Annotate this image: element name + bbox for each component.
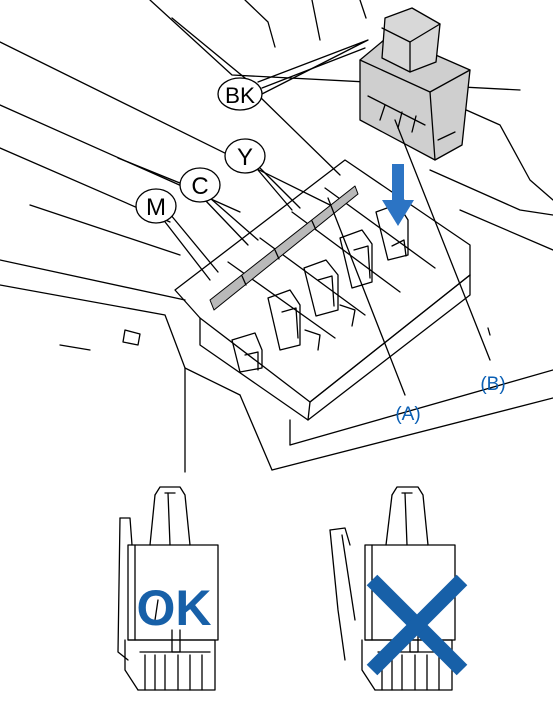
callout-y [224,138,301,211]
ok-mark: OK [137,580,212,636]
callout-y-label: Y [237,144,253,171]
callout-c-label: C [191,173,208,200]
cartridge-correct [117,486,219,691]
callout-m [135,188,219,281]
callout-m-label: M [146,194,166,221]
tick-mark [487,327,491,336]
callout-bk [217,39,369,176]
callout-c [179,167,259,246]
callout-bk-label: BK [225,83,255,108]
printer-body [0,0,553,473]
leader-lines [327,119,491,396]
wrong-x-icon [366,574,468,676]
label-a: (A) [395,404,420,425]
insert-arrow-icon [382,164,414,226]
ink-color-strip [209,185,359,311]
label-b: (B) [480,374,505,395]
ink-cartridge [359,7,471,161]
